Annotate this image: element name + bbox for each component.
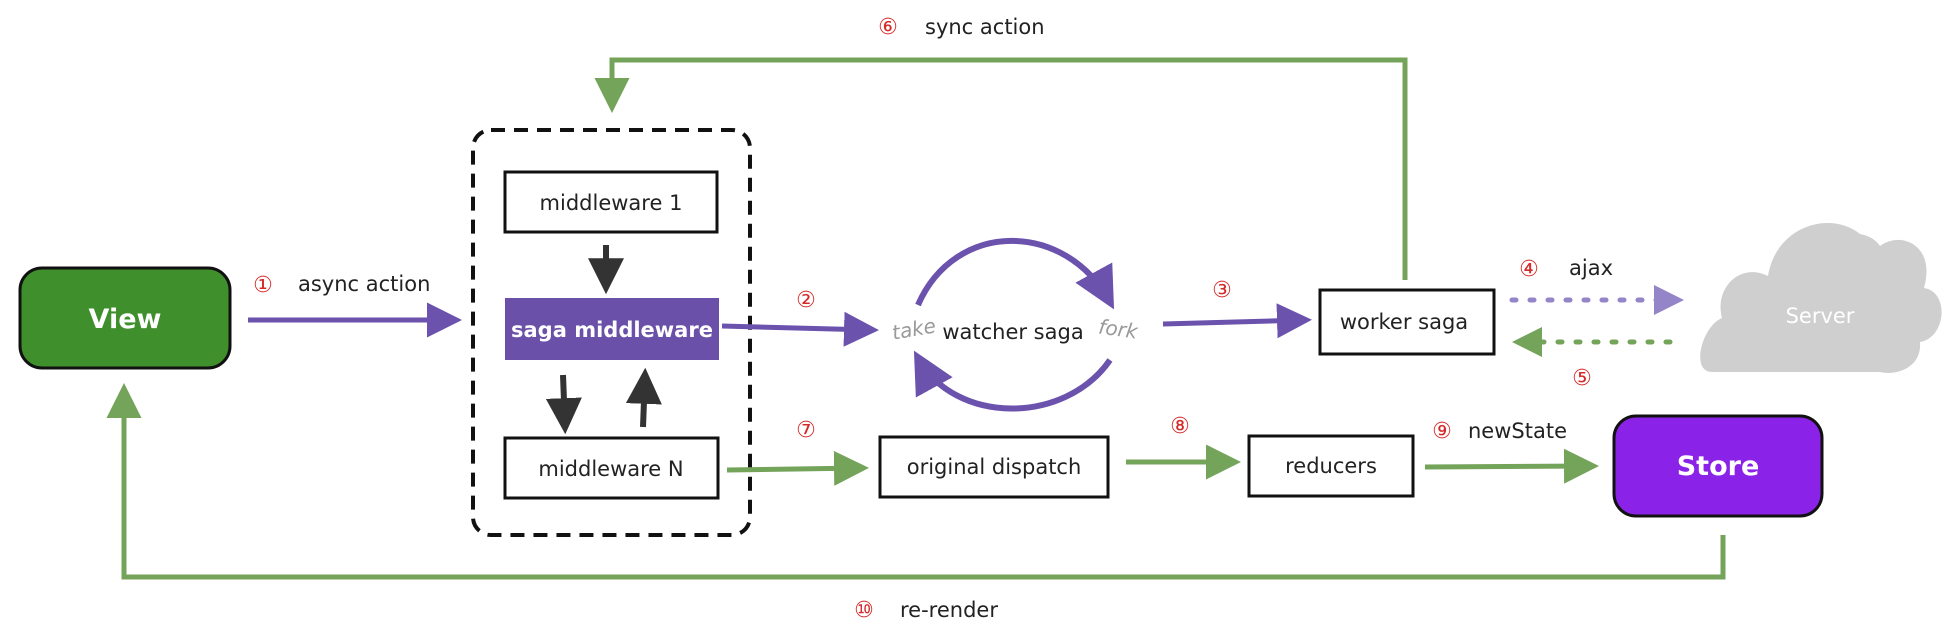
arrow-sync-action <box>594 57 1408 280</box>
middleware-n-node: middleware N <box>503 436 720 500</box>
reducers-node: reducers <box>1247 434 1415 498</box>
step-3-number: ③ <box>1212 278 1232 303</box>
step-9-label: newState <box>1468 419 1567 443</box>
step-8-number: ⑧ <box>1170 414 1190 439</box>
middleware-n-label: middleware N <box>538 457 683 481</box>
middleware-1-label: middleware 1 <box>540 191 683 215</box>
arrow-to-watcher <box>721 311 879 347</box>
store-label: Store <box>1677 451 1760 482</box>
saga-middleware-label: saga middleware <box>511 318 713 342</box>
take-label: take <box>890 313 937 344</box>
step-10-number: ⑩ <box>854 598 874 623</box>
fork-label: fork <box>1097 314 1140 343</box>
step-1-label: async action <box>298 272 430 296</box>
step-10-label: re-render <box>900 598 998 622</box>
store-node: Store <box>1612 414 1824 518</box>
step-9-number: ⑨ <box>1432 419 1452 444</box>
watcher-saga-label: watcher saga <box>942 320 1083 344</box>
reducers-label: reducers <box>1285 454 1377 478</box>
arrow-take-to-fork <box>915 237 1115 310</box>
step-7-number: ⑦ <box>796 418 816 443</box>
saga-middleware-node: saga middleware <box>505 298 719 360</box>
arrow-mwn-to-saga <box>625 367 662 428</box>
step-2-number: ② <box>796 288 816 313</box>
original-dispatch-node: original dispatch <box>878 435 1110 499</box>
original-dispatch-label: original dispatch <box>907 455 1082 479</box>
worker-saga-label: worker saga <box>1340 310 1468 334</box>
arrow-fork-to-take <box>913 350 1113 412</box>
view-node: View <box>18 266 232 370</box>
server-cloud: Server <box>1700 223 1942 373</box>
worker-saga-node: worker saga <box>1318 288 1496 356</box>
step-5-number: ⑤ <box>1572 366 1592 391</box>
arrow-new-state <box>1424 448 1599 484</box>
step-4-label: ajax <box>1569 256 1613 280</box>
arrow-re-render <box>106 383 1726 580</box>
view-label: View <box>89 304 162 335</box>
arrow-to-worker <box>1162 303 1312 339</box>
arrow-saga-to-mwn <box>545 374 582 435</box>
step-6-label: sync action <box>925 15 1045 39</box>
middleware-container <box>471 128 752 537</box>
server-label: Server <box>1786 304 1855 328</box>
step-6-number: ⑥ <box>878 15 898 40</box>
step-1-number: ① <box>253 273 273 298</box>
arrow-to-original-dispatch <box>726 450 869 486</box>
middleware-1-node: middleware 1 <box>503 170 719 234</box>
step-4-number: ④ <box>1519 257 1539 282</box>
